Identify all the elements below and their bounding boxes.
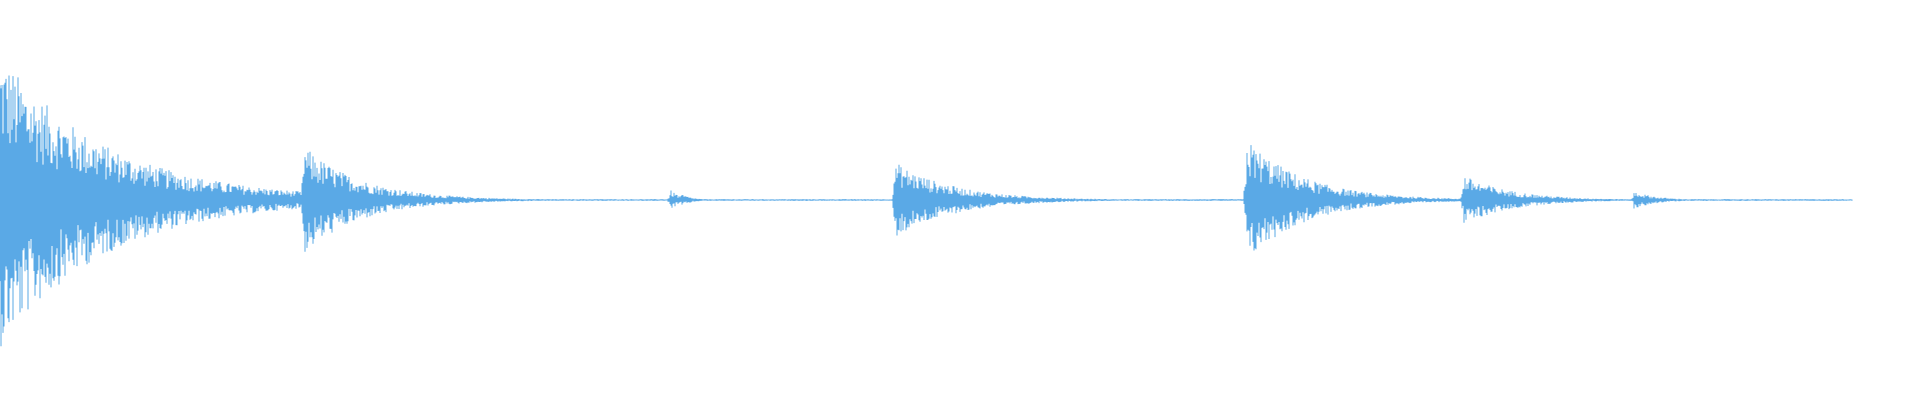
waveform-trace — [0, 75, 1853, 347]
